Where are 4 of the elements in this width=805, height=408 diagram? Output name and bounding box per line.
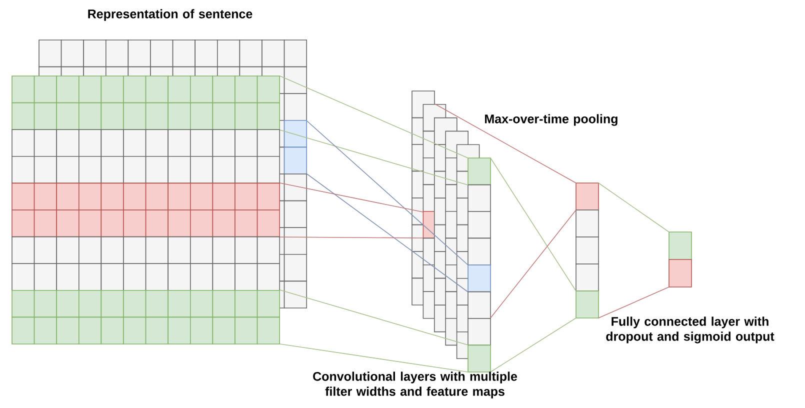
caption-text: Max-over-time pooling bbox=[485, 114, 618, 126]
caption-text: Fully connected layer with dropout and sigmoid output bbox=[606, 316, 774, 344]
caption-text: Representation of sentence bbox=[88, 9, 252, 21]
caption-text: Convolutional layers with multiple filter widths and feature maps bbox=[313, 372, 518, 398]
